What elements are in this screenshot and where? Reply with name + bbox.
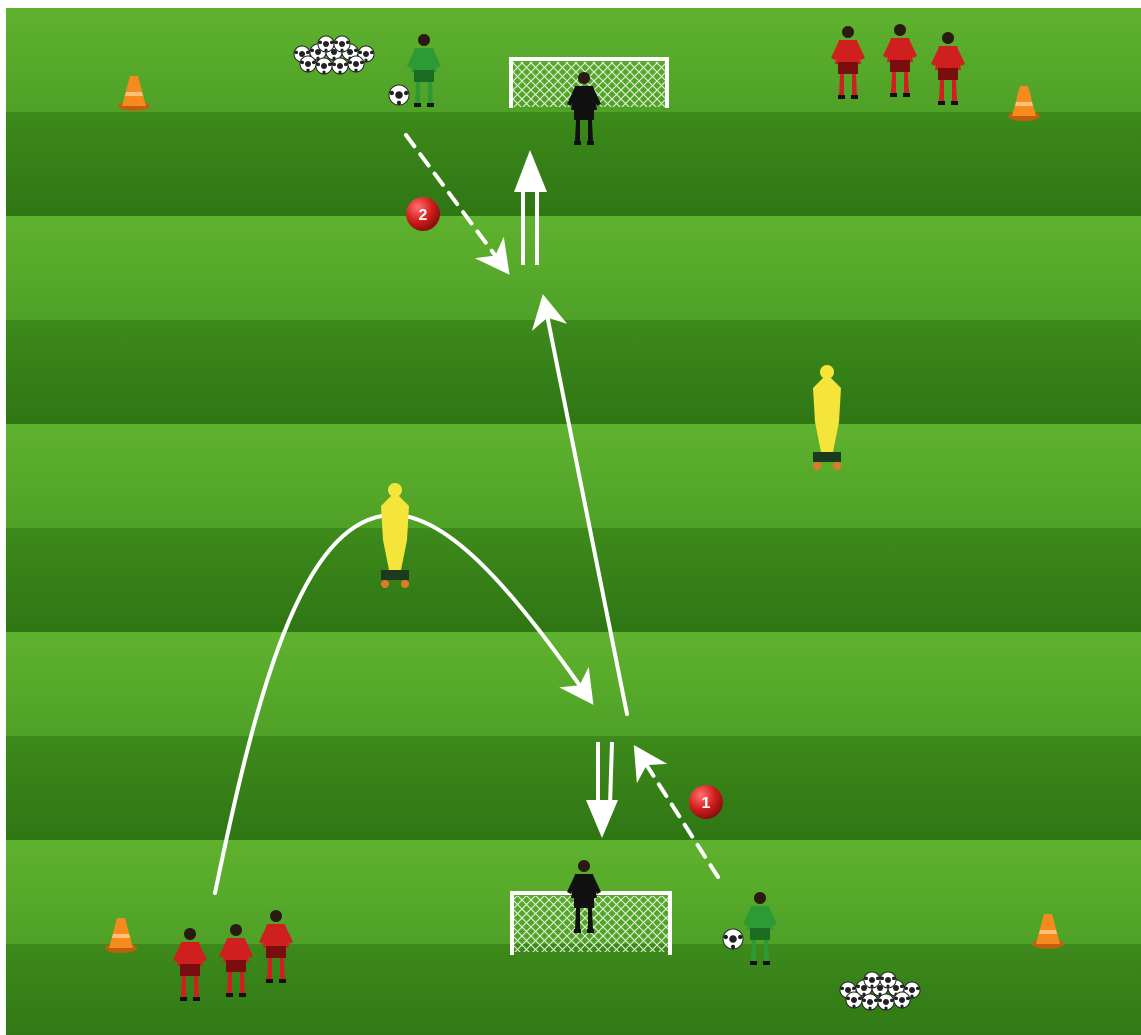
step-marker-2-label: 2 (419, 207, 428, 224)
step-marker-1: 1 (689, 785, 723, 819)
step-marker-1-label: 1 (702, 795, 711, 812)
ball-icon (723, 929, 743, 949)
ball-icon (389, 85, 409, 105)
step-marker-2: 2 (406, 197, 440, 231)
